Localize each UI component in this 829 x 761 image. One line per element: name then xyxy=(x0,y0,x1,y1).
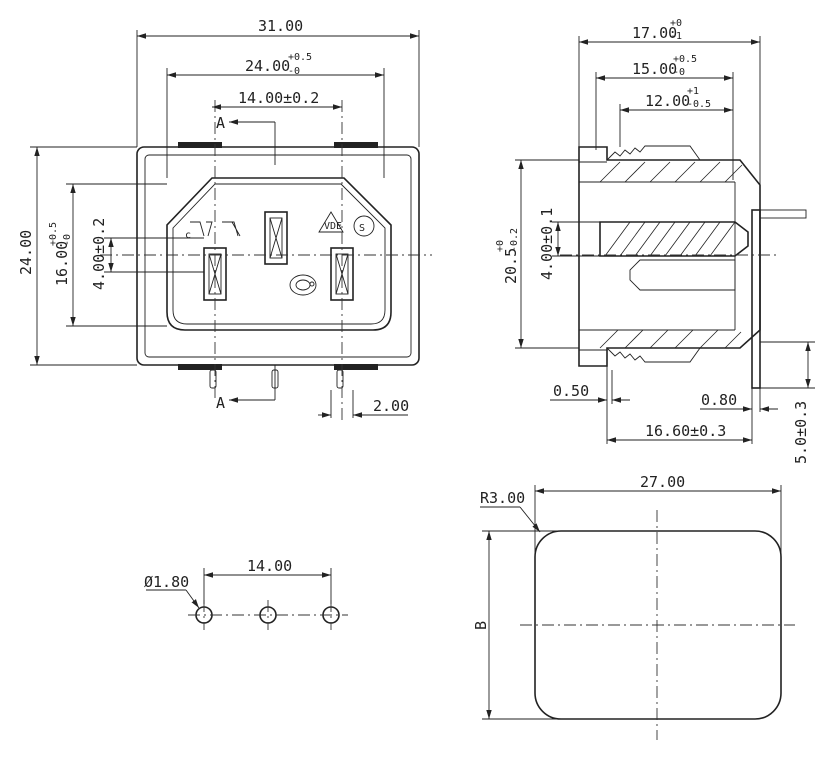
dim-depth-mid: 15.00 xyxy=(632,60,677,78)
clip-top-right xyxy=(334,142,378,148)
pin-hole-layout: 14.00 Ø1.80 xyxy=(144,557,348,630)
ul-mark: c xyxy=(185,221,241,241)
clip-top-left xyxy=(178,142,222,148)
dim-pin-thickness: 2.00 xyxy=(373,397,409,415)
dim-body-depth: 16.60±0.3 xyxy=(645,422,726,440)
dim-flange: 0.50 xyxy=(553,382,589,400)
vde-label: VDE xyxy=(324,221,342,232)
panel-cutout: 27.00 B R3.00 xyxy=(472,473,795,740)
dim-depth-mid-tol-low: -0 xyxy=(673,67,685,78)
clip-bottom-right xyxy=(334,364,378,370)
dim-depth-inner-tol-low: -0.5 xyxy=(687,99,711,110)
lower-wall-hatch xyxy=(599,329,742,349)
dim-depth-inner-tol: +1 xyxy=(687,86,699,97)
section-mark-bottom: A xyxy=(216,394,225,412)
dim-cutout-height: B xyxy=(472,621,490,630)
socket-inner-outline xyxy=(172,183,386,325)
dim-width-inner-tol-low: -0 xyxy=(288,66,300,77)
dim-height-inner: 16.00 xyxy=(53,241,71,286)
dim-pin-thick: 0.80 xyxy=(701,391,737,409)
dim-height-inner-tol-low: -0 xyxy=(62,234,73,246)
latch-bottom xyxy=(606,347,701,363)
dim-depth-mid-tol: +0.5 xyxy=(673,54,697,65)
terminal-left xyxy=(209,369,217,389)
front-inner-frame xyxy=(144,154,412,358)
side-pin-hatch xyxy=(604,221,736,257)
pin-center xyxy=(264,211,288,265)
s-mark-label: S xyxy=(359,223,365,234)
dim-height: 20.5 xyxy=(502,248,520,284)
front-outer-body xyxy=(136,146,420,366)
dim-height-tol-low: -0.2 xyxy=(509,228,520,252)
dim-pitch: 14.00 xyxy=(247,557,292,575)
clip-bottom-left xyxy=(178,364,222,370)
dim-pin-span: 14.00±0.2 xyxy=(238,89,319,107)
dim-pin-len: 5.0±0.3 xyxy=(792,401,810,464)
dim-depth-overall-tol: +0 xyxy=(670,18,682,29)
dim-side-pin-offset: 4.00±0.1 xyxy=(538,208,556,280)
ccc-mark xyxy=(289,274,317,296)
dim-cutout-radius: R3.00 xyxy=(480,489,525,507)
dim-width-inner: 24.00 xyxy=(245,57,290,75)
dim-height-tol: +0 xyxy=(495,240,506,252)
dim-depth-overall: 17.00 xyxy=(632,24,677,42)
terminal-right xyxy=(336,369,344,389)
dim-height-inner-tol: +0.5 xyxy=(48,222,59,246)
side-pin-lower xyxy=(629,259,736,291)
vde-mark: VDE xyxy=(318,211,344,233)
dim-depth-overall-tol-low: -1 xyxy=(670,31,682,42)
section-mark-top: A xyxy=(216,114,225,132)
upper-wall-hatch xyxy=(599,161,743,183)
rear-terminal xyxy=(751,209,761,389)
socket-outline xyxy=(166,177,392,331)
dim-cutout-width: 27.00 xyxy=(640,473,685,491)
dim-hole: Ø1.80 xyxy=(144,573,189,591)
side-view: 17.00 +0 -1 15.00 +0.5 -0 12.00 +1 -0.5 … xyxy=(495,18,815,464)
dim-width-overall: 31.00 xyxy=(258,17,303,35)
s-mark: S xyxy=(353,215,375,237)
ul-c-label: c xyxy=(185,230,191,241)
latch-top xyxy=(606,145,701,161)
cutout-outline xyxy=(534,530,782,720)
dim-depth-inner: 12.00 xyxy=(645,92,690,110)
front-view: c VDE S 31.00 24.00 +0 xyxy=(17,17,432,420)
dim-pin-offset: 4.00±0.2 xyxy=(90,218,108,290)
rear-tab xyxy=(759,209,807,219)
dim-width-inner-tol: +0.5 xyxy=(288,52,312,63)
dim-height-overall: 24.00 xyxy=(17,230,35,275)
side-pin-upper xyxy=(599,221,749,257)
